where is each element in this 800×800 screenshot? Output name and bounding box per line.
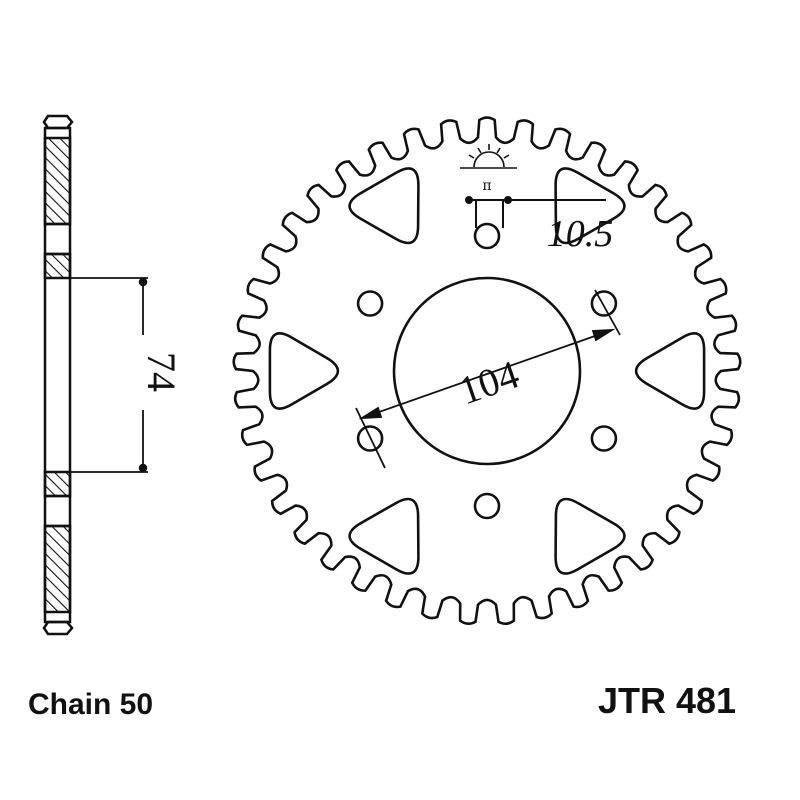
side-profile [42, 114, 148, 636]
hole-dimension-label: 10.5 [547, 213, 614, 255]
tooth-tip-bottom [42, 620, 74, 636]
chain-label: Chain 50 [28, 688, 154, 721]
lightening-hole [348, 497, 420, 575]
bolt-hole [590, 425, 618, 452]
lightening-hole [268, 332, 340, 410]
hatched-section [43, 470, 72, 498]
bolt-hole [356, 290, 384, 317]
lightening-hole [554, 497, 626, 575]
lightening-hole [634, 332, 706, 410]
plate-outline [43, 126, 72, 624]
hatched-section [43, 136, 72, 226]
sun-symbol-icon [460, 144, 517, 169]
bolt-hole [590, 290, 618, 317]
tooth-tip-top [42, 114, 74, 130]
part-number: JTR 481 [598, 680, 737, 721]
sprocket-teeth-outline [232, 116, 742, 625]
hole-dimension [460, 144, 606, 228]
bolt-circle-dimension [355, 289, 621, 469]
bolt-hole [473, 492, 501, 520]
center-bore [392, 276, 582, 466]
hatched-section [43, 252, 72, 280]
hatched-section [43, 524, 72, 614]
pitch-symbol: π [482, 178, 491, 194]
sprocket-face [232, 116, 742, 625]
bolt-circle-label: 104 [453, 351, 524, 413]
bolt-hole [473, 222, 501, 250]
bolt-hole [356, 425, 384, 452]
lightening-hole [554, 167, 626, 245]
side-dimension-label: 74 [139, 352, 184, 392]
lightening-hole [348, 167, 420, 245]
